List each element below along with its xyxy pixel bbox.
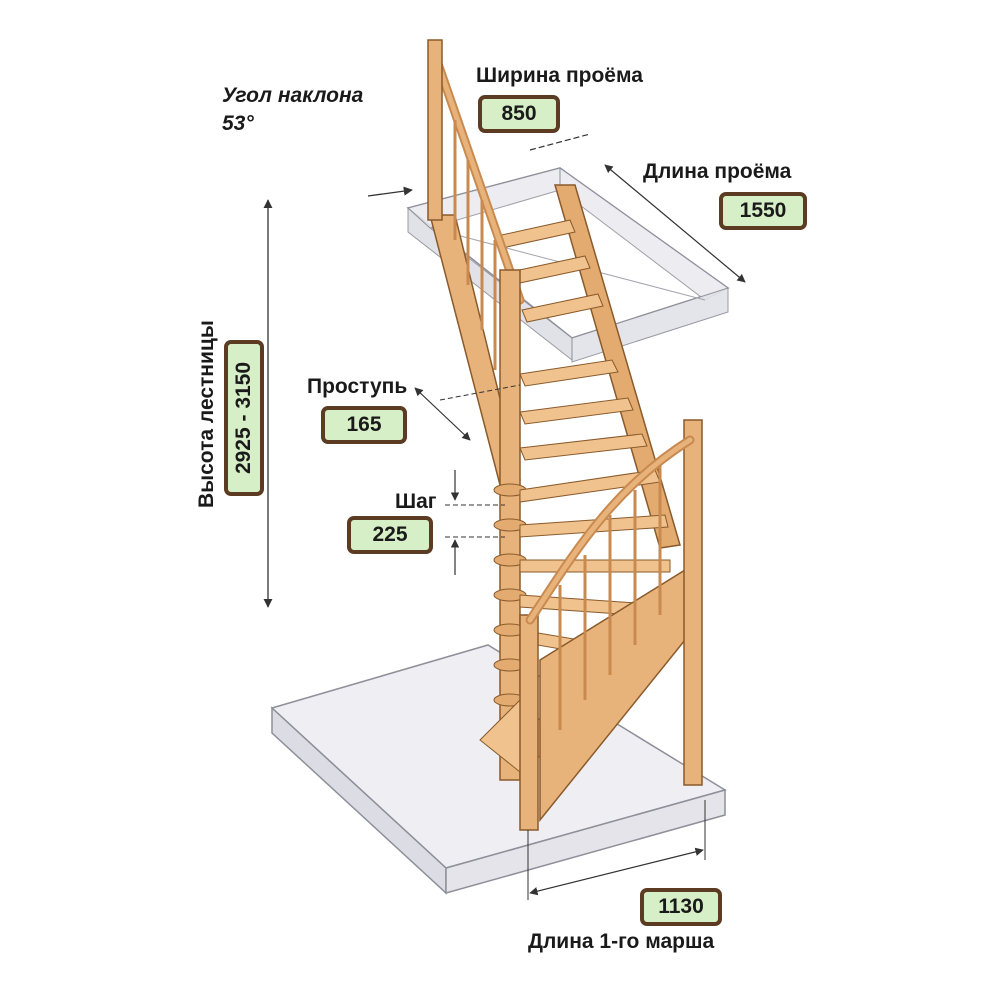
- angle-arrow: [367, 186, 413, 197]
- stair-height-value: 2925 - 3150: [232, 361, 256, 475]
- opening-length-dimension: [604, 164, 746, 283]
- opening-width-label: Ширина проёма: [476, 64, 643, 87]
- stair-height-label: Высота лестницы: [195, 320, 218, 508]
- upper-treads: [496, 219, 648, 461]
- angle-label: Угол наклона: [222, 84, 364, 107]
- tread-label: Проступь: [307, 375, 408, 398]
- tread-dimension: [414, 384, 521, 441]
- floor-slab: [270, 644, 727, 895]
- lower-flight: [519, 419, 703, 831]
- upper-flight: [427, 39, 681, 549]
- first-flight-box: 1130: [640, 888, 722, 926]
- center-newel: [493, 269, 527, 781]
- tread-box: 165: [321, 406, 407, 444]
- first-flight-label: Длина 1-го марша: [528, 930, 715, 953]
- step-box: 225: [347, 516, 433, 554]
- stair-height-box: 2925 - 3150: [224, 340, 264, 496]
- step-label: Шаг: [395, 490, 437, 513]
- opening-length-label: Длина проёма: [643, 160, 792, 183]
- opening-width-dimension: [529, 133, 591, 151]
- opening-length-box: 1550: [719, 192, 807, 230]
- step-dimension: [445, 470, 505, 575]
- angle-value: 53°: [222, 112, 254, 135]
- opening-width-box: 850: [478, 95, 560, 133]
- first-flight-dimension: [527, 800, 706, 900]
